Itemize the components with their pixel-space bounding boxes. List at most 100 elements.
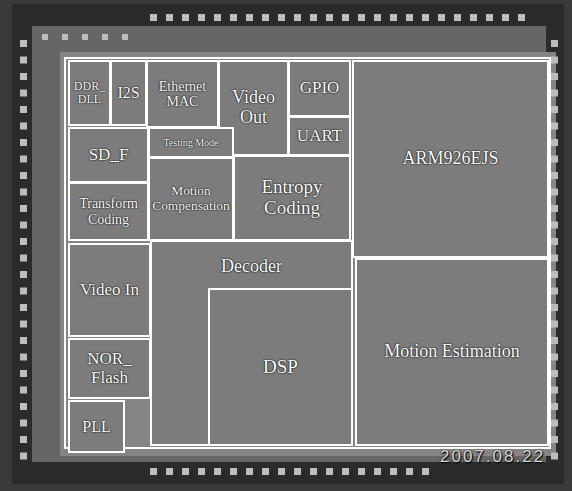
bond-pad xyxy=(20,321,27,328)
bond-pad xyxy=(551,222,558,229)
block-label: Motion Estimation xyxy=(382,341,522,363)
chip-block: PLL xyxy=(68,400,125,453)
bond-pad xyxy=(406,14,413,21)
bond-pad xyxy=(278,14,285,21)
chip-block: Entropy Coding xyxy=(233,155,351,241)
block-label: I2S xyxy=(115,83,141,103)
bond-pad xyxy=(551,40,558,47)
bond-pad xyxy=(20,337,27,344)
bond-pad xyxy=(358,468,365,475)
chip-block: UART xyxy=(288,116,351,156)
bond-pad xyxy=(551,321,558,328)
bond-pad xyxy=(20,288,27,295)
bond-pad xyxy=(551,271,558,278)
bond-pad xyxy=(20,90,27,97)
bond-pad xyxy=(20,354,27,361)
bond-pad xyxy=(294,468,301,475)
bond-pad xyxy=(454,14,461,21)
bond-pad xyxy=(551,238,558,245)
chip-block: DDR_ DLL xyxy=(68,60,111,126)
bond-pad xyxy=(20,403,27,410)
bond-pad xyxy=(551,123,558,130)
bond-pad xyxy=(20,370,27,377)
block-label: Transform Coding xyxy=(70,195,147,228)
bond-pad xyxy=(150,14,157,21)
bond-pad xyxy=(62,34,68,40)
chip-block: Transform Coding xyxy=(68,182,149,241)
bond-pad xyxy=(20,40,27,47)
chip-block: DecoderDSP xyxy=(150,240,353,446)
block-label: Testing Mode xyxy=(161,136,220,149)
bond-pad xyxy=(20,123,27,130)
bond-pad xyxy=(20,238,27,245)
core-outline xyxy=(65,58,550,448)
block-label: DDR_ DLL xyxy=(70,79,109,107)
bond-pad xyxy=(20,106,27,113)
block-label: Ethernet MAC xyxy=(148,78,217,111)
bond-pad xyxy=(198,468,205,475)
bond-pad xyxy=(551,370,558,377)
bond-pad xyxy=(422,14,429,21)
chip-block: GPIO xyxy=(288,60,351,117)
bond-pad xyxy=(342,14,349,21)
bond-pad xyxy=(20,172,27,179)
bond-pad xyxy=(326,14,333,21)
bond-pad xyxy=(390,468,397,475)
chip-block: I2S xyxy=(110,60,147,126)
bond-pad xyxy=(438,14,445,21)
bond-pad xyxy=(166,14,173,21)
bond-pad xyxy=(326,468,333,475)
bond-pad xyxy=(551,387,558,394)
bond-pad xyxy=(246,468,253,475)
bond-pad xyxy=(551,354,558,361)
bond-pad xyxy=(310,468,317,475)
bond-pad xyxy=(422,468,429,475)
bond-pad xyxy=(551,288,558,295)
bond-pad xyxy=(310,14,317,21)
bond-pad xyxy=(122,34,128,40)
bond-pad xyxy=(551,453,558,460)
bond-pad xyxy=(20,420,27,427)
bond-pad xyxy=(20,271,27,278)
bond-pad xyxy=(551,189,558,196)
bond-pad xyxy=(150,468,157,475)
bond-pad xyxy=(551,403,558,410)
block-label: PLL xyxy=(80,417,112,437)
block-label: Video Out xyxy=(220,87,287,129)
chip-block: Testing Mode xyxy=(148,127,234,158)
block-label: DSP xyxy=(261,356,300,379)
bond-pad xyxy=(502,14,509,21)
chip-block: Motion Compensation xyxy=(148,157,234,241)
bond-pad xyxy=(20,205,27,212)
bond-pad xyxy=(20,57,27,64)
bond-pad xyxy=(342,468,349,475)
bond-pad xyxy=(551,156,558,163)
date-stamp: 2007.08.22 xyxy=(440,447,545,467)
bond-pad xyxy=(198,14,205,21)
bond-pad xyxy=(214,14,221,21)
bond-pad xyxy=(551,90,558,97)
bond-pad xyxy=(551,420,558,427)
bond-pad xyxy=(20,139,27,146)
bond-pad xyxy=(470,14,477,21)
block-label: Motion Compensation xyxy=(150,183,232,215)
bond-pad xyxy=(230,468,237,475)
bond-pad xyxy=(20,453,27,460)
bond-pad xyxy=(374,14,381,21)
block-label: UART xyxy=(295,126,344,147)
bond-pad xyxy=(166,468,173,475)
bond-pad xyxy=(551,106,558,113)
bond-pad xyxy=(294,14,301,21)
core-area xyxy=(60,52,556,456)
bond-pad xyxy=(262,14,269,21)
bond-pad xyxy=(102,34,108,40)
bond-pad xyxy=(214,468,221,475)
bond-pad xyxy=(358,14,365,21)
chip-block: NOR_ Flash xyxy=(68,338,151,399)
bond-pad xyxy=(551,304,558,311)
bond-pad xyxy=(486,14,493,21)
bond-pad xyxy=(82,34,88,40)
block-label: GPIO xyxy=(298,78,342,99)
bond-pad xyxy=(20,189,27,196)
bond-pad xyxy=(20,387,27,394)
